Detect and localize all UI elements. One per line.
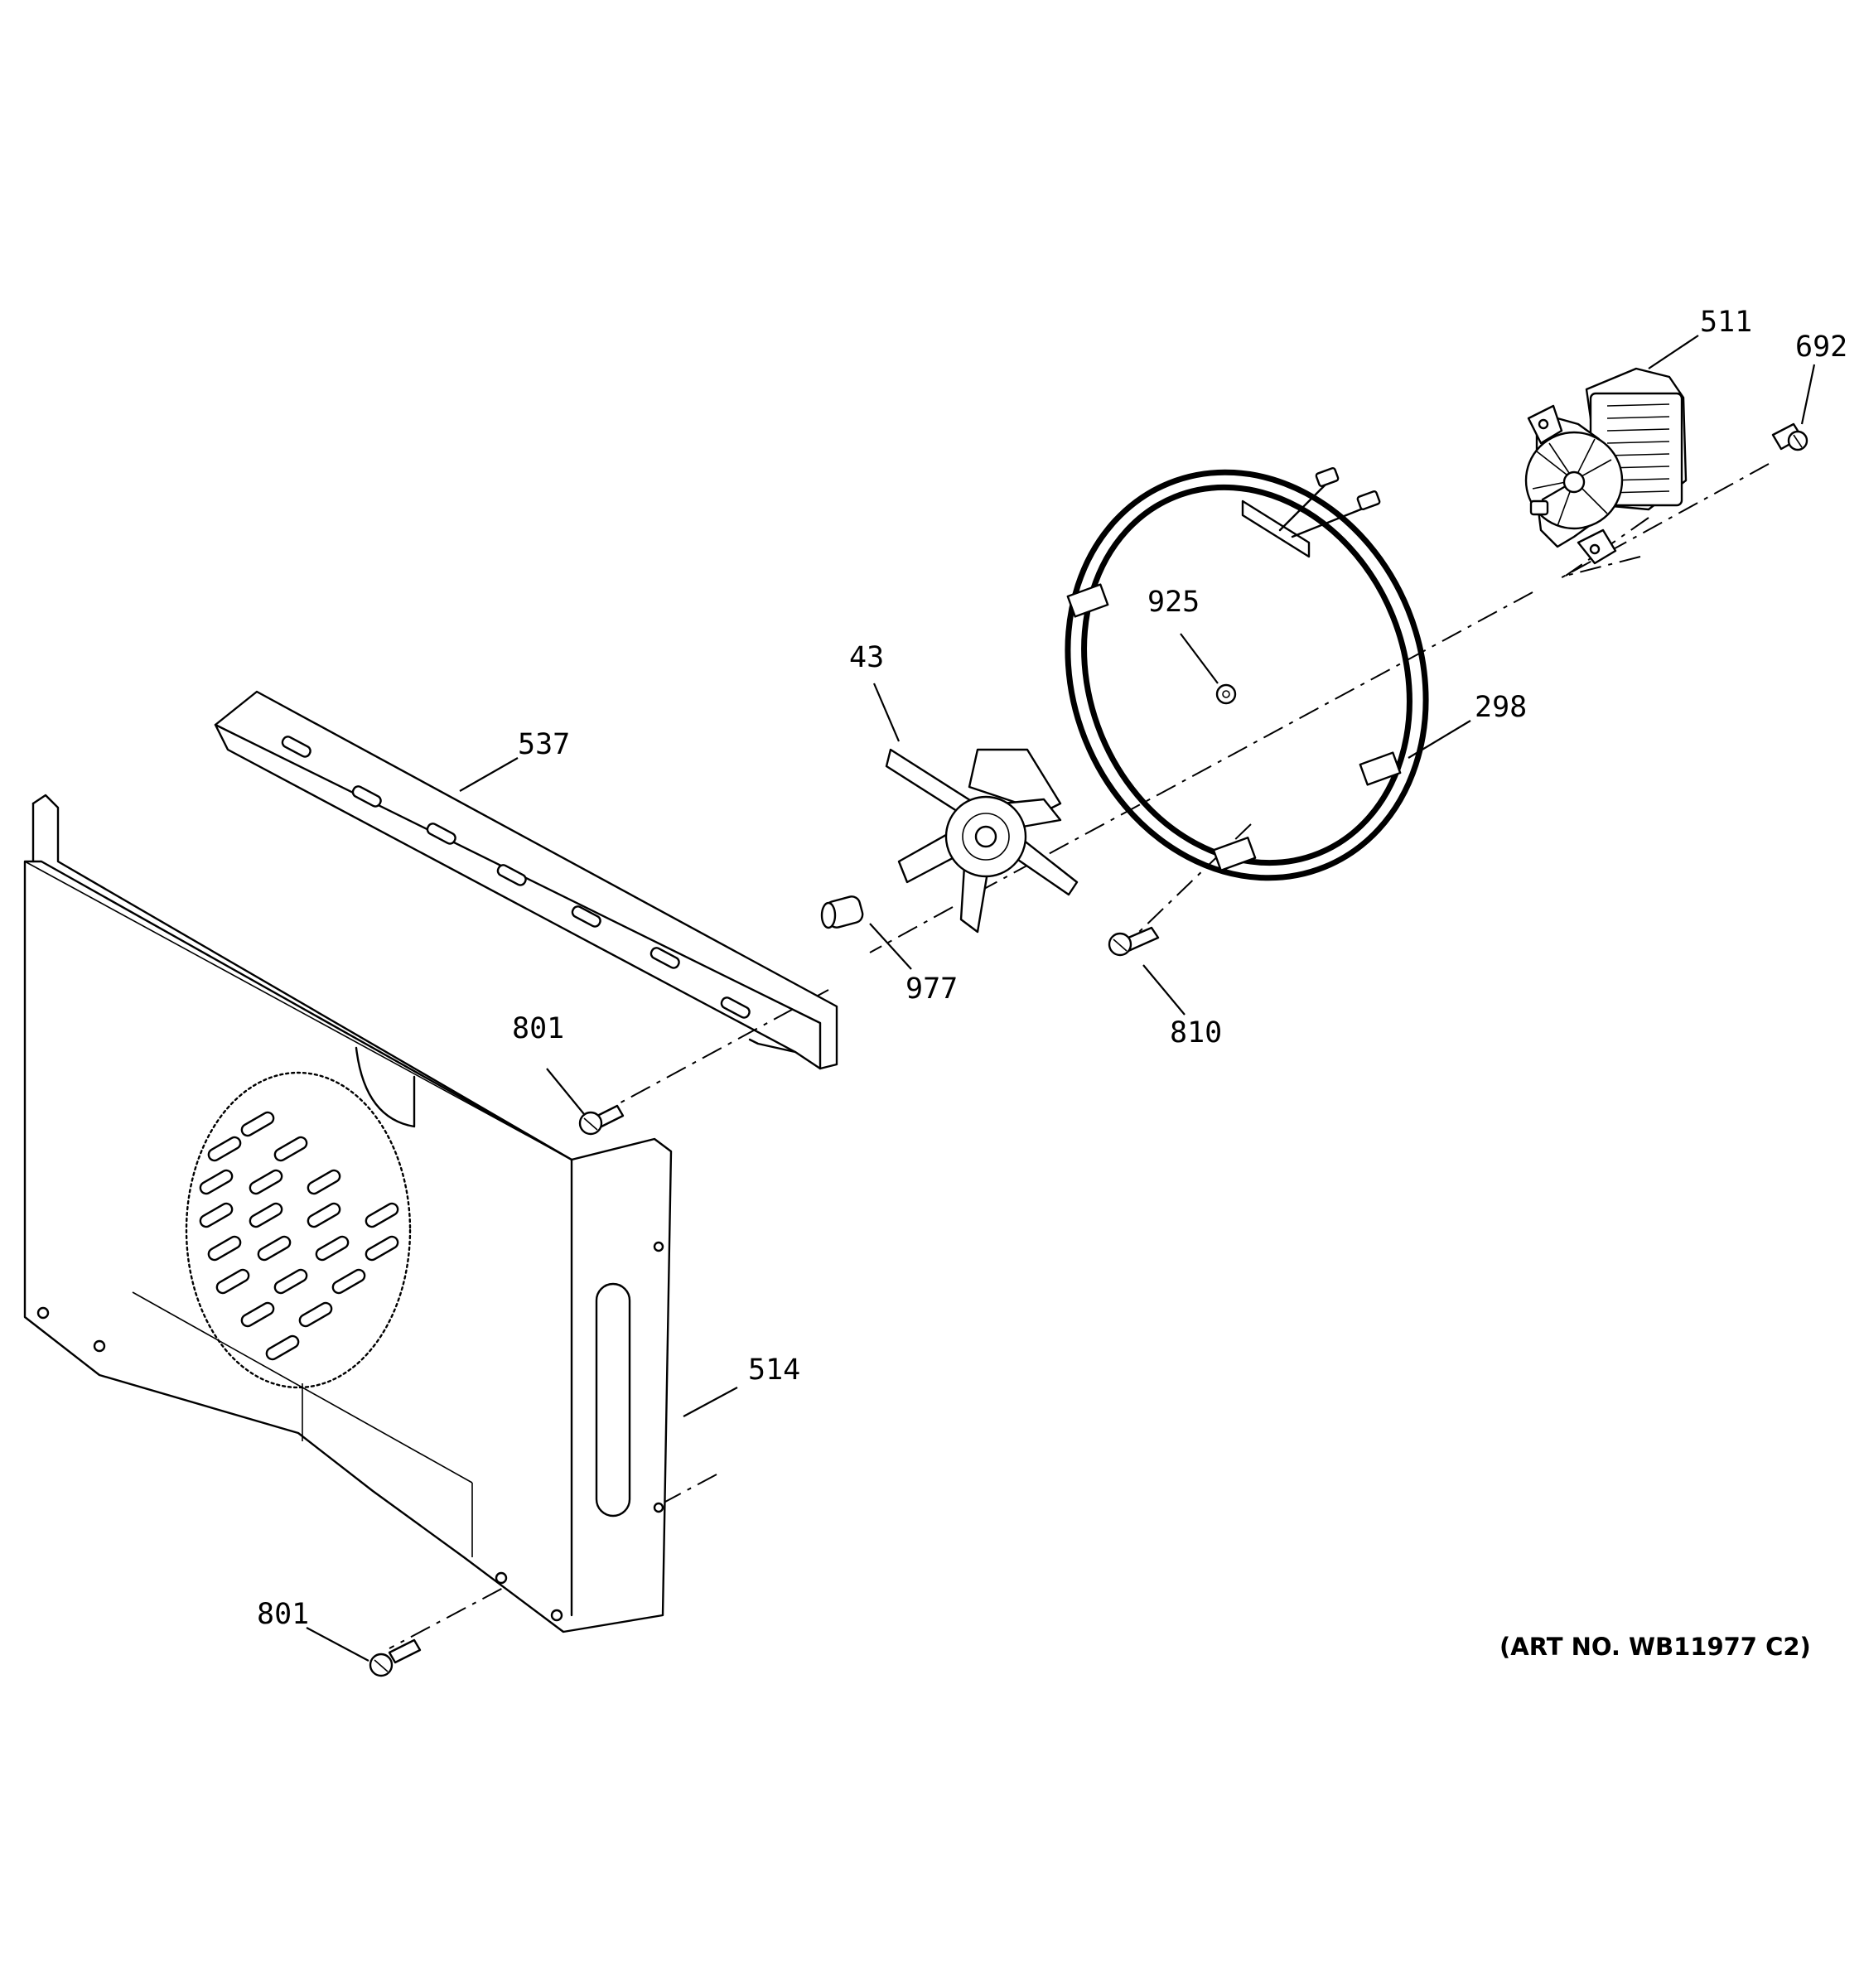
art-number-label: (ART NO. WB11977 C2) — [1499, 1633, 1811, 1661]
support-bracket — [214, 690, 838, 1070]
back-cover-panel — [23, 794, 673, 1633]
callout-537: 537 — [518, 728, 570, 761]
callout-801-bottom: 801 — [257, 1598, 309, 1631]
callout-810: 810 — [1170, 1016, 1222, 1049]
screw-801-bottom — [369, 1638, 422, 1677]
nut-977 — [820, 895, 864, 929]
callout-692: 692 — [1795, 331, 1847, 364]
callout-298: 298 — [1475, 691, 1527, 724]
convection-heating-element — [1065, 467, 1429, 881]
callout-977: 977 — [905, 972, 958, 1006]
callout-labels: 511 692 925 43 298 537 977 810 801 801 5… — [257, 306, 1847, 1631]
screw-801-top — [578, 1104, 625, 1136]
leader-lines — [306, 335, 1816, 1662]
callout-925: 925 — [1147, 586, 1200, 619]
vent-slots — [199, 1111, 399, 1361]
bracket-slots — [281, 736, 751, 1019]
convection-fan-motor — [1524, 367, 1688, 565]
callout-511: 511 — [1700, 306, 1752, 339]
callout-514: 514 — [748, 1353, 800, 1387]
screw-692 — [1771, 422, 1808, 451]
callout-43: 43 — [849, 641, 884, 674]
callout-801-top: 801 — [512, 1012, 564, 1045]
convection-fan-blade — [885, 748, 1079, 934]
screw-810 — [1108, 926, 1160, 957]
washer-925 — [1215, 683, 1237, 705]
